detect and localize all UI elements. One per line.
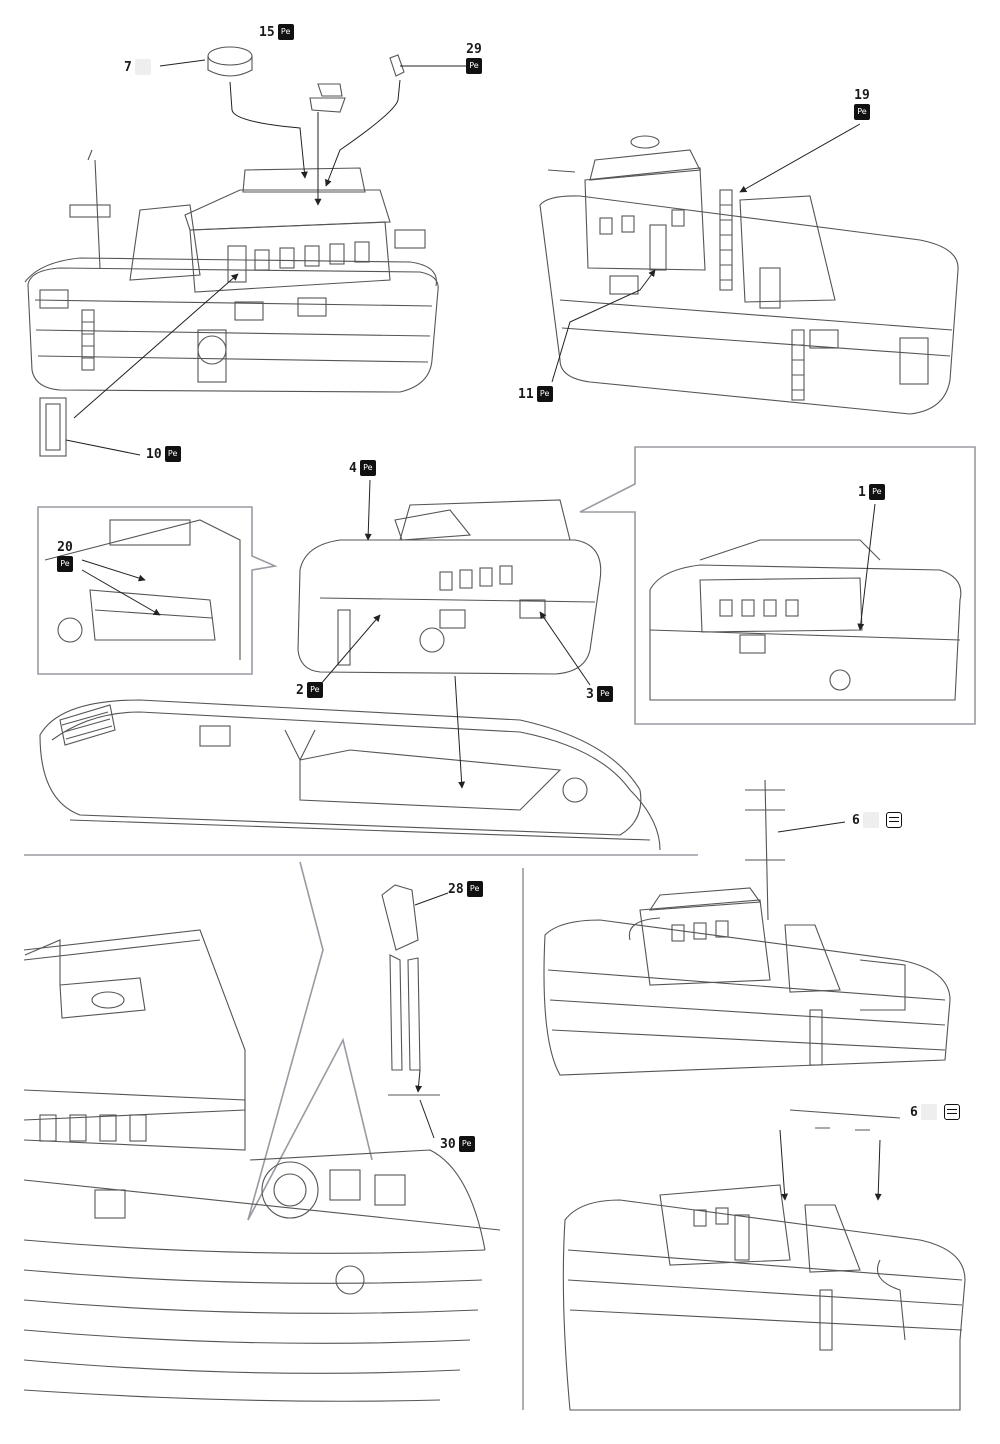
part-number: 6 <box>910 1104 918 1120</box>
part-number: 30 <box>440 1136 456 1152</box>
pe-badge-icon: Pe <box>596 686 613 702</box>
ghost-badge-icon <box>862 812 879 828</box>
callout-part-15: 15 Pe <box>259 24 294 40</box>
callout-part-6-bottom: 6 <box>910 1104 960 1120</box>
pe-badge-icon: Pe <box>57 556 73 572</box>
step-middle-railings <box>39 499 962 851</box>
pe-badge-icon: Pe <box>466 58 482 74</box>
part-number: 7 <box>124 59 132 75</box>
part-number: 3 <box>586 686 594 702</box>
callout-part-2: 2 Pe <box>296 682 323 698</box>
part-number: 20 <box>57 540 73 555</box>
pe-badge-icon: Pe <box>306 682 323 698</box>
part-number: 1 <box>858 484 866 500</box>
callout-part-11: 11 Pe <box>518 386 553 402</box>
step-bottom-left-leaders <box>414 892 449 1139</box>
pe-badge-icon: Pe <box>359 460 376 476</box>
callout-part-10: 10 Pe <box>146 446 181 462</box>
part-number: 28 <box>448 881 464 897</box>
callout-part-28: 28 Pe <box>448 881 483 897</box>
step-middle-leaders <box>81 479 876 789</box>
callout-part-29: 29 Pe <box>466 42 482 74</box>
part-number: 15 <box>259 24 275 40</box>
step-right-mast <box>543 779 966 1411</box>
step-bottom-left-bow <box>23 884 501 1402</box>
callout-part-3: 3 Pe <box>586 686 613 702</box>
part-number: 6 <box>852 812 860 828</box>
callout-part-6-top: 6 <box>852 812 902 828</box>
step-top-right-leaders <box>551 123 861 383</box>
pe-badge-icon: Pe <box>868 484 885 500</box>
pe-badge-icon: Pe <box>458 1136 475 1152</box>
part-number: 11 <box>518 386 534 402</box>
part-number: 29 <box>466 42 482 57</box>
callout-part-20: 20 Pe <box>57 540 73 572</box>
dividers <box>24 446 976 1410</box>
callout-part-30: 30 Pe <box>440 1136 475 1152</box>
part-number: 10 <box>146 446 162 462</box>
callout-part-1: 1 Pe <box>858 484 885 500</box>
part-number: 19 <box>854 88 870 103</box>
callout-part-4: 4 Pe <box>349 460 376 476</box>
pe-badge-icon: Pe <box>466 881 483 897</box>
callout-part-7: 7 <box>124 59 151 75</box>
swap-icon <box>885 812 902 828</box>
callout-part-19: 19 Pe <box>854 88 870 120</box>
pe-badge-icon: Pe <box>536 386 553 402</box>
step-top-left-superstructure <box>24 46 439 457</box>
part-number: 2 <box>296 682 304 698</box>
ghost-badge-icon <box>134 59 151 75</box>
step-top-left-leaders <box>65 59 466 456</box>
swap-icon <box>943 1104 960 1120</box>
part-number: 4 <box>349 460 357 476</box>
pe-badge-icon: Pe <box>854 104 870 120</box>
step-top-right-superstructure <box>539 135 959 415</box>
ghost-badge-icon <box>920 1104 937 1120</box>
pe-badge-icon: Pe <box>164 446 181 462</box>
step-right-leaders <box>777 821 882 1201</box>
pe-badge-icon: Pe <box>277 24 294 40</box>
